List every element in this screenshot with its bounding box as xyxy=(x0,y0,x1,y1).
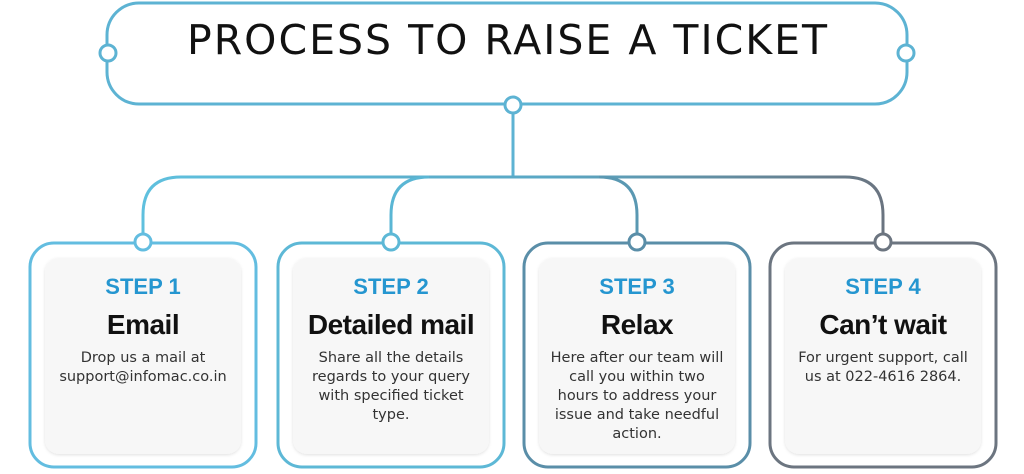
step4-node xyxy=(873,232,893,252)
step2-panel xyxy=(293,258,489,454)
step3-node xyxy=(627,232,647,252)
step-description: Drop us a mail at support@infomac.co.in xyxy=(59,350,227,385)
connector-branches xyxy=(141,175,885,234)
step-label: STEP 1 xyxy=(105,274,181,299)
step-description: Here after our team will call you within… xyxy=(550,350,724,442)
step-title: Can’t wait xyxy=(819,309,947,340)
title-right-node xyxy=(896,43,916,63)
page-title: PROCESS TO RAISE A TICKET xyxy=(186,16,830,64)
step4-panel xyxy=(785,258,981,454)
step-card-1: STEP 1 Email Drop us a mail at support@i… xyxy=(45,259,241,455)
step-title: Detailed mail xyxy=(307,309,475,340)
step-label: STEP 3 xyxy=(599,274,675,299)
step-description: Share all the details regards to your qu… xyxy=(312,350,470,423)
step-description: For urgent support, call us at 022-4616 … xyxy=(798,350,968,385)
step3-panel xyxy=(539,258,735,454)
connector-step2 xyxy=(389,175,430,234)
connector-step3 xyxy=(598,175,639,234)
title-left-node xyxy=(98,43,118,63)
step2-node xyxy=(381,232,401,252)
step-card-2: STEP 2 Detailed mail Share all the detai… xyxy=(293,259,489,455)
trunk-top-node xyxy=(503,95,523,115)
step-label: STEP 4 xyxy=(845,274,921,299)
step-card-3: STEP 3 Relax Here after our team will ca… xyxy=(539,259,735,455)
step-label: STEP 2 xyxy=(353,274,429,299)
step-title: Email xyxy=(106,309,180,340)
step-title: Relax xyxy=(600,309,674,340)
step1-panel xyxy=(45,258,241,454)
step1-node xyxy=(133,232,153,252)
step-card-4: STEP 4 Can’t wait For urgent support, ca… xyxy=(785,259,981,455)
